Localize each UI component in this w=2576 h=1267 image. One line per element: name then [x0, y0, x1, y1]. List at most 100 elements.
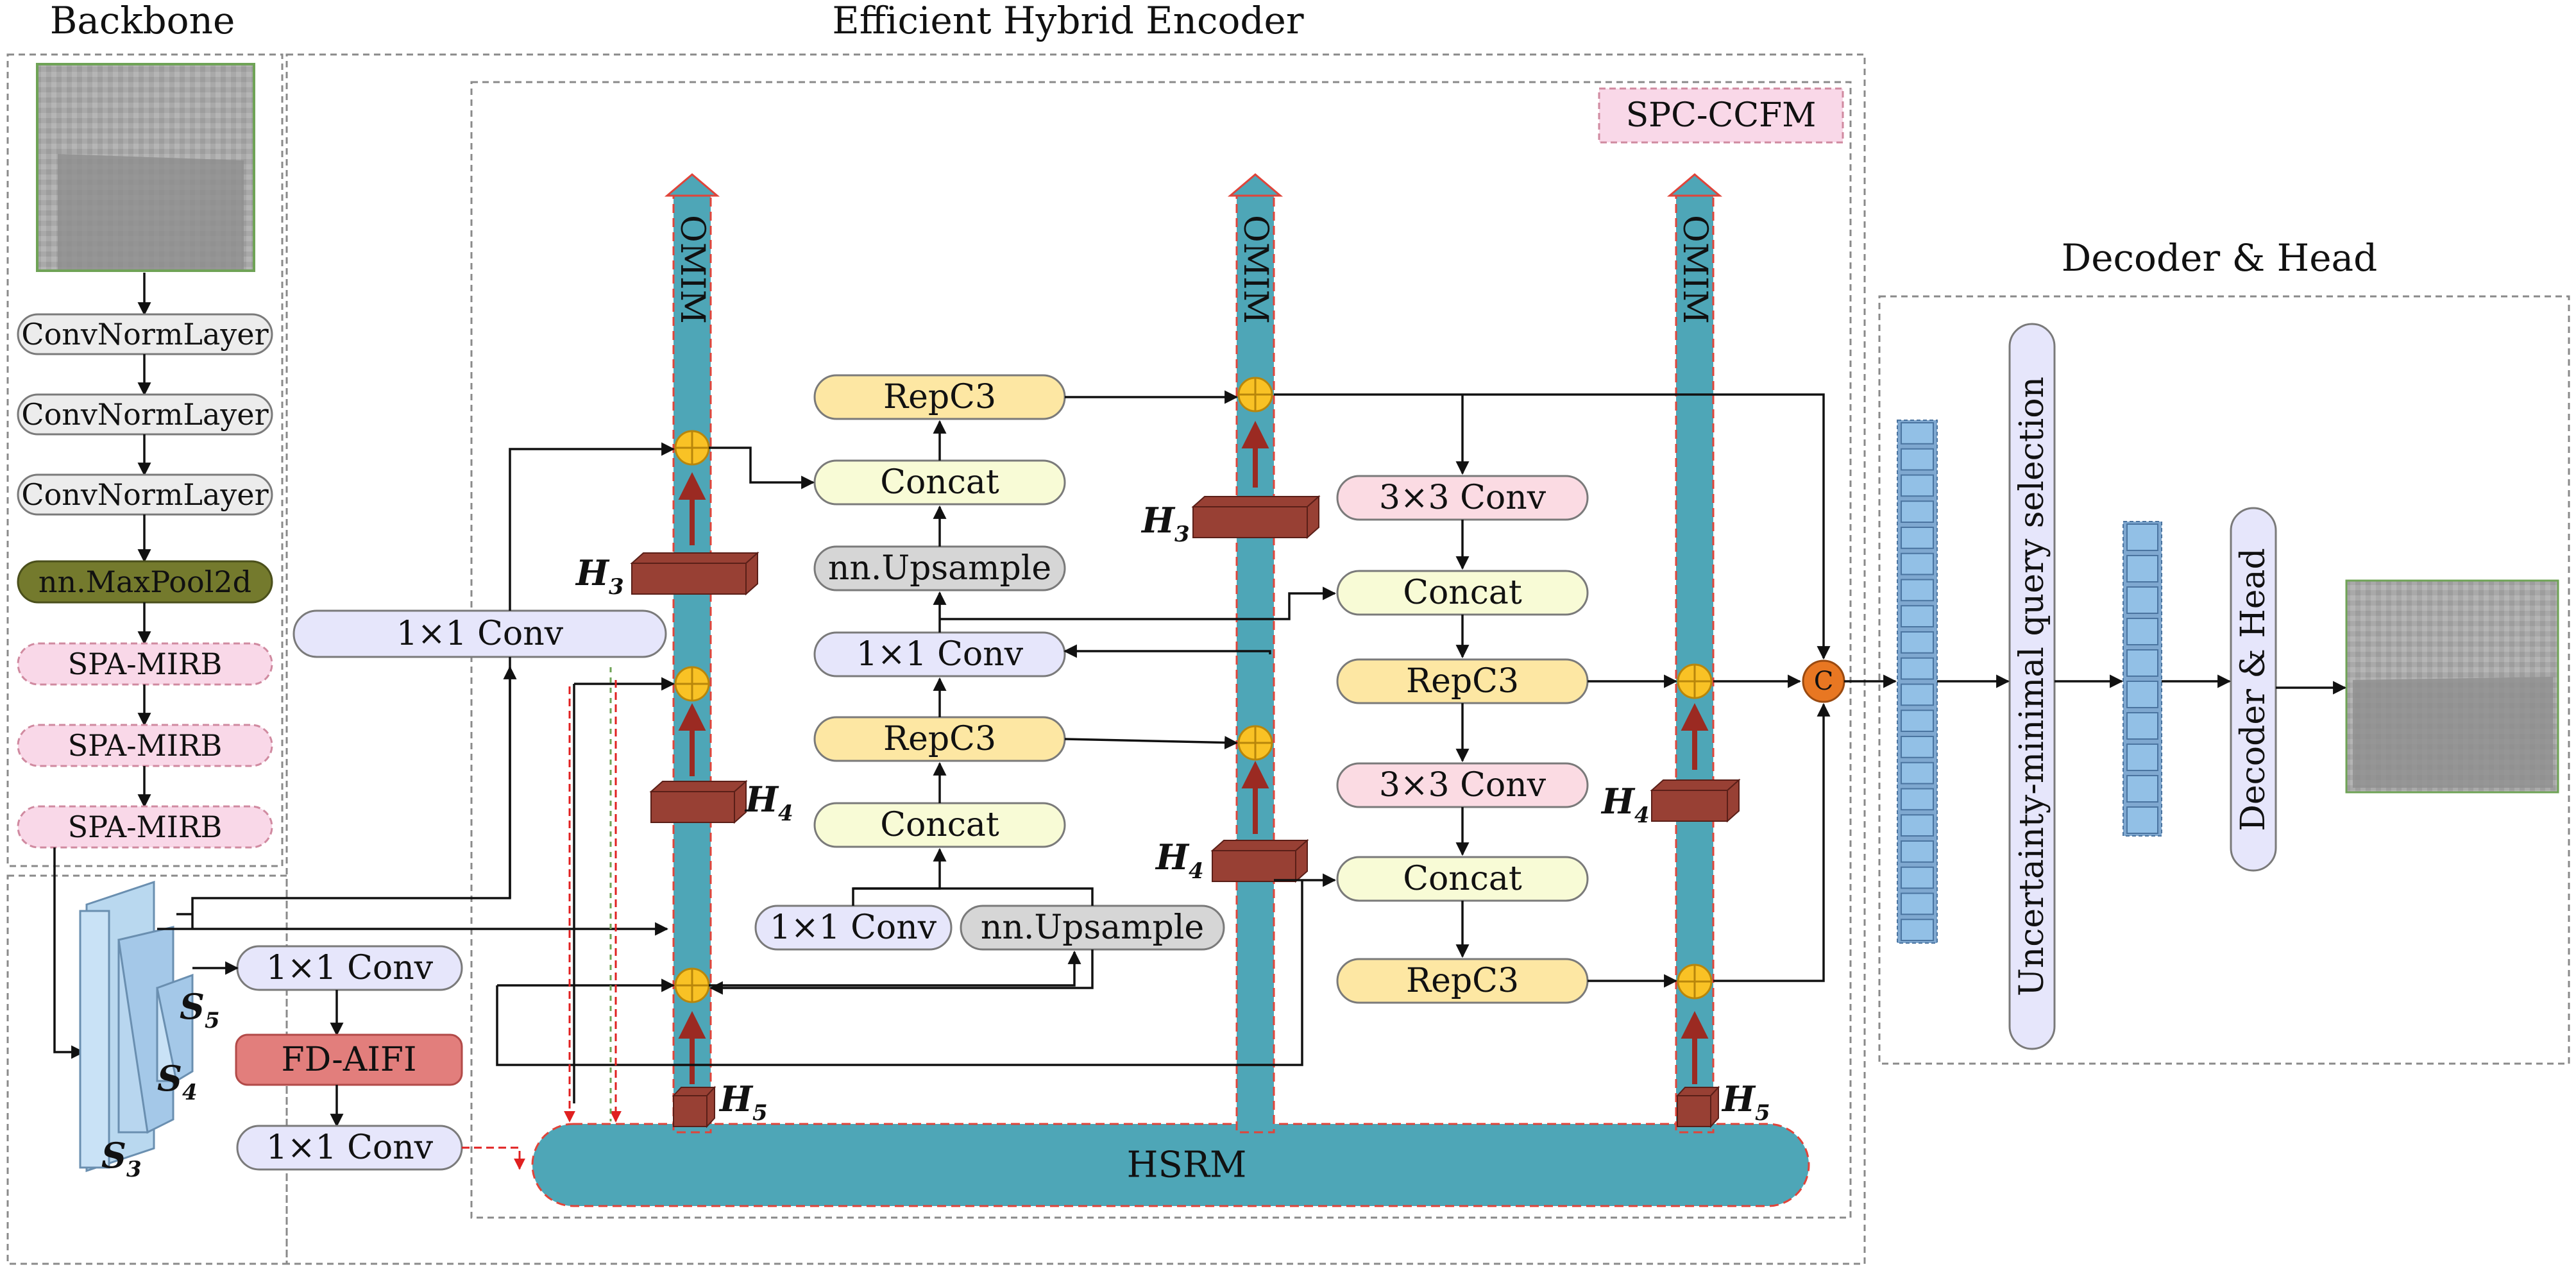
query-cell-left	[1901, 814, 1934, 837]
aifi-conv-bottom: 1×1 Conv	[236, 1125, 463, 1171]
decoder-connections	[1844, 674, 2347, 695]
query-cell-left	[1901, 892, 1934, 915]
backbone-layer-label: SPA-MIRB	[68, 810, 223, 844]
backbone-spa-mirb-1: SPA-MIRB	[17, 642, 273, 686]
bottom-upsample-label: nn.Upsample	[981, 908, 1204, 947]
right-block-label: RepC3	[1406, 662, 1519, 701]
omim-label: OMIM	[1675, 215, 1714, 324]
decoder-title: Decoder & Head	[2062, 236, 2378, 280]
h5-label-left: H5	[718, 1078, 768, 1126]
backbone-title: Backbone	[50, 0, 235, 42]
query-cell-left	[1901, 761, 1934, 785]
right-concat-top: Concat	[1336, 570, 1589, 616]
center-block-label: Concat	[880, 806, 999, 844]
center-repc3-top: RepC3	[813, 374, 1066, 420]
right-block-label: 3×3 Conv	[1379, 479, 1546, 517]
s3-label: S3	[101, 1135, 142, 1182]
encoder-title: Efficient Hybrid Encoder	[832, 0, 1303, 42]
s4-label: S4	[157, 1058, 198, 1105]
center-conv: 1×1 Conv	[813, 631, 1066, 677]
query-cell-right	[2126, 555, 2158, 582]
query-cell-right	[2126, 649, 2158, 677]
query-cell-right	[2126, 712, 2158, 740]
query-selection-box: Uncertainty-minimal query selection	[2008, 323, 2056, 1050]
backbone-layer-2: ConvNormLayer	[17, 393, 273, 436]
query-cell-right	[2126, 586, 2158, 614]
query-cell-left	[1901, 683, 1934, 706]
adder	[674, 377, 1713, 1003]
center-repc3-mid: RepC3	[813, 716, 1066, 762]
right-concat-bottom: Concat	[1336, 856, 1589, 902]
backbone-layer-label: ConvNormLayer	[21, 477, 268, 512]
center-block-label: RepC3	[883, 720, 996, 758]
right-repc3-bottom: RepC3	[1336, 958, 1589, 1004]
h4-label-right: H4	[1600, 781, 1650, 828]
right-conv-bottom: 3×3 Conv	[1336, 762, 1589, 808]
backbone-spa-mirb-2: SPA-MIRB	[17, 724, 273, 767]
query-cell-left	[1901, 500, 1934, 523]
h-block	[630, 495, 1741, 1128]
h5-label-right: H5	[1721, 1078, 1770, 1126]
backbone-spa-mirb-3: SPA-MIRB	[17, 805, 273, 849]
query-cell-right	[2126, 775, 2158, 803]
hsrm-label: HSRM	[1127, 1144, 1247, 1186]
backbone-layer-label: ConvNormLayer	[21, 317, 268, 352]
bottom-upsample: nn.Upsample	[960, 905, 1225, 951]
right-block-label: 3×3 Conv	[1379, 766, 1546, 804]
query-cell-left	[1901, 579, 1934, 602]
query-cell-left	[1901, 552, 1934, 575]
decoder-head-label: Decoder & Head	[2234, 548, 2273, 831]
decoder-head-box: Decoder & Head	[2230, 507, 2277, 872]
query-stack-left	[1897, 420, 1938, 944]
encoder-left-conv: 1×1 Conv	[292, 609, 667, 658]
backbone-layer-label: nn.MaxPool2d	[38, 565, 251, 599]
query-cell-left	[1901, 474, 1934, 497]
omim-label: OMIM	[673, 215, 711, 324]
spc-ccfm-label-box	[1598, 87, 1844, 144]
query-cell-right	[2126, 618, 2158, 645]
aifi-conv-top-label: 1×1 Conv	[266, 949, 434, 987]
query-cell-right	[2126, 744, 2158, 771]
feature-maps	[79, 880, 194, 1173]
encoder-region	[285, 53, 1866, 1265]
concat-circle: C	[1802, 659, 1845, 703]
h3-label-mid: H3	[1140, 500, 1190, 547]
s5-label: S5	[180, 986, 220, 1033]
backbone-layer-3: ConvNormLayer	[17, 473, 273, 516]
center-concat-bottom: Concat	[813, 802, 1066, 848]
center-block-label: RepC3	[883, 378, 996, 416]
concat-circle-label: C	[1814, 667, 1834, 696]
right-block-label: RepC3	[1406, 962, 1519, 1000]
backbone-layer-label: SPA-MIRB	[68, 728, 223, 763]
fd-aifi-label: FD-AIFI	[281, 1041, 416, 1079]
omim-label: OMIM	[1236, 215, 1275, 324]
bottom-conv-label: 1×1 Conv	[770, 908, 937, 947]
aifi-conv-bottom-label: 1×1 Conv	[266, 1128, 434, 1167]
query-cell-left	[1901, 657, 1934, 680]
spc-ccfm-label: SPC-CCFM	[1626, 96, 1817, 135]
right-repc3-top: RepC3	[1336, 658, 1589, 704]
backbone-layer-1: ConvNormLayer	[17, 313, 273, 355]
right-conv-top: 3×3 Conv	[1336, 475, 1589, 521]
query-cell-left	[1901, 527, 1934, 549]
h4-label-left: H4	[744, 779, 793, 826]
query-cell-left	[1901, 919, 1934, 941]
query-cell-left	[1901, 736, 1934, 758]
fd-aifi-block: FD-AIFI	[235, 1033, 463, 1086]
query-cell-left	[1901, 788, 1934, 811]
backbone-maxpool: nn.MaxPool2d	[17, 560, 273, 604]
center-concat-top: Concat	[813, 459, 1066, 506]
encoder-left-conv-label: 1×1 Conv	[396, 615, 564, 653]
query-cell-left	[1901, 866, 1934, 889]
aifi-conv-top: 1×1 Conv	[236, 945, 463, 991]
omim-column-2: OMIM	[1227, 173, 1284, 1134]
query-cell-left	[1901, 422, 1934, 445]
query-cell-left	[1901, 840, 1934, 863]
query-cell-right	[2126, 523, 2158, 551]
decoder-region	[1878, 295, 2570, 1065]
right-block-label: Concat	[1403, 574, 1522, 612]
center-upsample: nn.Upsample	[813, 545, 1066, 591]
backbone-layer-label: ConvNormLayer	[21, 397, 268, 432]
center-block-label: nn.Upsample	[828, 549, 1051, 588]
